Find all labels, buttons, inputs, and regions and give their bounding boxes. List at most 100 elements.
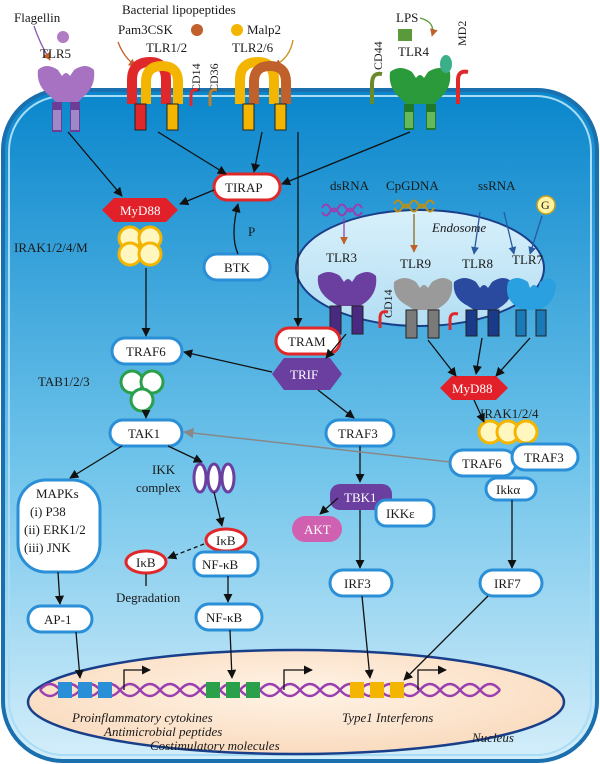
tlr12-label: TLR1/2 <box>146 40 187 55</box>
ligand-cpgdna-label: CpGDNA <box>386 178 439 193</box>
irf3-to-nucleus-arrow <box>361 595 374 679</box>
myd88-right-label: MyD88 <box>452 381 492 396</box>
nucleus <box>26 648 566 756</box>
trif-to-traf3-arrow <box>317 389 355 419</box>
ikk-label-1: IKK <box>152 462 176 477</box>
mapks-to-ap1-arrow <box>54 571 65 605</box>
output-antimicrobial: Antimicrobial peptides <box>103 724 222 739</box>
irak-cluster-left <box>117 225 163 267</box>
tlr5-receptor: TLR5 <box>37 46 95 132</box>
irf7-label: IRF7 <box>494 576 521 591</box>
traf6-right-node: TRAF6 <box>448 448 518 478</box>
ligand-lps-label: LPS <box>396 10 418 25</box>
dsrna-icon-strand2 <box>321 207 363 217</box>
tak1-to-ikk-arrow <box>167 445 203 463</box>
flagellin-arrow <box>33 25 51 61</box>
ligand-dsrna-label: dsRNA <box>330 178 370 193</box>
malp2-icon <box>231 24 243 36</box>
tlr26-label: TLR2/6 <box>232 40 274 55</box>
tlr8-receptor: TLR8 <box>453 256 513 337</box>
mapks-title: MAPKs <box>36 486 79 501</box>
cpgdna-icon-strand2 <box>393 203 435 213</box>
tlr2-6-receptor: TLR2/6 <box>232 40 291 131</box>
flagellin-icon <box>57 31 69 43</box>
irak-right-label: IRAK1/2/4 <box>480 406 539 421</box>
ap1-label: AP-1 <box>44 612 71 627</box>
output-interferons: Type1 Interferons <box>342 710 433 725</box>
irf-binding-site-1 <box>350 682 364 698</box>
tlr7-to-myd88-arrow <box>495 337 531 377</box>
lps-icon <box>398 29 412 41</box>
output-proinflammatory: Proinflammatory cytokines <box>71 710 213 725</box>
guanosine-icon <box>536 195 556 215</box>
cd44-coreceptor: CD44 <box>370 41 385 104</box>
irf3-label: IRF3 <box>344 576 371 591</box>
cpgdna-icon <box>393 199 435 209</box>
ap1-binding-site-3 <box>98 682 112 698</box>
tlr7-receptor: TLR7 <box>507 252 556 337</box>
traf6-to-tak1-arrow <box>182 427 451 463</box>
myd88-to-irak-arrow <box>473 399 485 423</box>
ikb-bound-node: IκB <box>204 527 248 553</box>
tak1-label: TAK1 <box>128 426 160 441</box>
nfkb-to-nucleus-arrow <box>227 629 237 679</box>
md2-coreceptor: MD2 <box>455 21 469 104</box>
ligand-g-label: G <box>541 198 550 212</box>
myd88-right: MyD88 <box>440 376 508 400</box>
tlr5-to-myd88-arrow <box>67 131 123 197</box>
irf7-node: IRF7 <box>478 568 544 598</box>
tlr3-to-trif-arrow <box>325 333 347 359</box>
tlr5-label: TLR5 <box>40 46 71 61</box>
btk-label: BTK <box>224 260 251 275</box>
ap1-to-nucleus-arrow <box>74 631 84 679</box>
tlr9-label: TLR9 <box>400 256 431 271</box>
cd14-label: CD14 <box>189 63 203 92</box>
nfkb-bound-label: NF-κB <box>202 557 238 572</box>
nfkb-binding-site-3 <box>246 682 260 698</box>
cd14-endosomal-coreceptor: CD14 <box>378 289 395 328</box>
irf-binding-site-3 <box>390 682 404 698</box>
nucleus-label: Nucleus <box>471 730 514 745</box>
traf3-node: TRAF3 <box>324 418 396 448</box>
mapks-jnk: (iii) JNK <box>24 540 71 555</box>
ikk-to-ikb-arrow <box>213 491 225 527</box>
tirap-label: TIRAP <box>225 180 263 195</box>
irf7-to-nucleus-arrow <box>403 595 489 681</box>
tlr1-2-receptor: TLR1/2 <box>127 40 187 131</box>
cd44-label: CD44 <box>371 41 385 70</box>
tlr4-label: TLR4 <box>398 44 430 59</box>
ap1-binding-site-1 <box>58 682 72 698</box>
tss-arrow-2 <box>283 665 313 690</box>
tbk1-to-akt-arrow <box>319 497 339 515</box>
tlr4-receptor: TLR4 <box>389 44 452 130</box>
tak1-node: TAK1 <box>108 418 184 448</box>
g-arrow <box>528 215 543 255</box>
traf3-right-label: TRAF3 <box>524 450 564 465</box>
akt-label: AKT <box>304 522 331 537</box>
nfkb-binding-site-1 <box>206 682 220 698</box>
tlr8-label: TLR8 <box>462 256 493 271</box>
cd14-cd36-coreceptors: CD14 CD36 <box>189 63 221 106</box>
endosome-label: Endosome <box>431 220 486 235</box>
ikb-free-label: IκB <box>136 555 156 570</box>
output-costimulatory: Costimulatory molecules <box>150 738 280 753</box>
tlr12-to-tirap-arrow <box>157 131 227 175</box>
degradation-label: Degradation <box>116 590 181 605</box>
lps-arrow <box>419 17 438 37</box>
ligand-flagellin-label: Flagellin <box>14 10 61 25</box>
nfkb-label: NF-κB <box>206 610 242 625</box>
tirap-node: TIRAP <box>212 172 282 202</box>
md2-label: MD2 <box>455 21 469 46</box>
traf3-label: TRAF3 <box>338 426 378 441</box>
akt-node: AKT <box>292 516 342 542</box>
irak-cluster-right <box>477 419 539 445</box>
tirap-to-myd88-arrow <box>179 189 215 206</box>
tram-node: TRAM <box>274 326 342 356</box>
btk-node: BTK <box>202 252 272 282</box>
tss-arrow-1 <box>123 665 151 690</box>
ligand-bacterial-lipopeptides-label: Bacterial lipopeptides <box>122 2 236 17</box>
irf3-node: IRF3 <box>328 568 394 598</box>
tlr9-to-myd88-arrow <box>427 339 457 377</box>
ikke-node: IKKε <box>374 498 436 528</box>
